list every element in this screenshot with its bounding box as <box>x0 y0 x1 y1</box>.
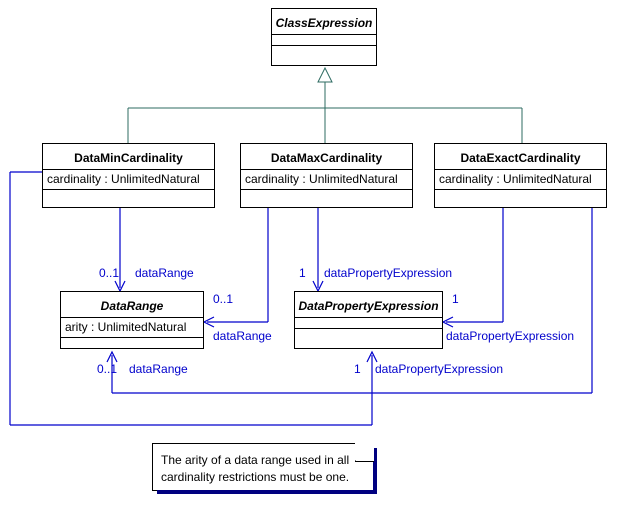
label-bottom-datapropertyexpression-multiplicity: 1 <box>354 362 361 376</box>
label-bottom-datapropertyexpression-role: dataPropertyExpression <box>375 362 504 376</box>
class-attribute: cardinality : UnlimitedNatural <box>439 172 592 186</box>
edge-min-to-datapropertyexpression <box>9 171 378 426</box>
label-min-datarange-multiplicity: 0..1 <box>99 266 120 280</box>
class-attribute: cardinality : UnlimitedNatural <box>245 172 398 186</box>
generalization-edges <box>127 66 523 143</box>
class-attribute: cardinality : UnlimitedNatural <box>47 172 200 186</box>
association-edges <box>9 171 593 426</box>
note-fold-corner-icon <box>355 442 374 462</box>
class-attribute: arity : UnlimitedNatural <box>65 320 187 334</box>
edge-max-to-datarange <box>202 208 269 328</box>
note-arity-constraint[interactable]: The arity of a data range used in all ca… <box>152 442 377 494</box>
class-box-data-min-cardinality[interactable]: DataMinCardinality cardinality : Unlimit… <box>42 143 215 208</box>
class-box-data-max-cardinality[interactable]: DataMaxCardinality cardinality : Unlimit… <box>240 143 413 208</box>
class-box-data-property-expression[interactable]: DataPropertyExpression <box>294 291 443 349</box>
class-name-data-min-cardinality: DataMinCardinality <box>43 148 214 170</box>
note-text-line-2: cardinality restrictions must be one. <box>161 470 350 484</box>
label-max-datapropertyexpression-multiplicity: 1 <box>299 266 306 280</box>
class-box-class-expression[interactable]: ClassExpression <box>271 8 377 66</box>
class-attributes-compartment: cardinality : UnlimitedNatural <box>435 170 606 190</box>
class-attributes-compartment <box>295 318 442 329</box>
note-shadow-right <box>373 448 377 494</box>
class-attributes-compartment <box>272 35 376 46</box>
class-box-data-exact-cardinality[interactable]: DataExactCardinality cardinality : Unlim… <box>434 143 607 208</box>
label-bottom-datarange-multiplicity: 0..1 <box>97 362 118 376</box>
class-name-data-property-expression: DataPropertyExpression <box>295 296 442 318</box>
note-text: The arity of a data range used in all ca… <box>153 444 373 486</box>
class-operations-compartment <box>295 329 442 385</box>
note-text-line-1: The arity of a data range used in all <box>161 453 350 467</box>
class-name-class-expression: ClassExpression <box>272 13 376 35</box>
edge-exact-to-datarange <box>106 208 593 394</box>
label-max-datarange-role: dataRange <box>213 329 272 343</box>
class-attributes-compartment: arity : UnlimitedNatural <box>61 318 203 338</box>
label-max-datapropertyexpression-role: dataPropertyExpression <box>324 266 453 280</box>
edge-exact-to-datapropertyexpression <box>441 208 504 328</box>
class-box-data-range[interactable]: DataRange arity : UnlimitedNatural <box>60 291 204 349</box>
label-exact-datapropertyexpression-multiplicity: 1 <box>452 292 459 306</box>
class-name-data-exact-cardinality: DataExactCardinality <box>435 148 606 170</box>
class-operations-compartment <box>435 190 606 253</box>
class-attributes-compartment: cardinality : UnlimitedNatural <box>43 170 214 190</box>
class-name-data-max-cardinality: DataMaxCardinality <box>241 148 412 170</box>
class-operations-compartment <box>272 46 376 102</box>
class-name-data-range: DataRange <box>61 296 203 318</box>
note-shadow-bottom <box>157 490 377 494</box>
class-operations-compartment <box>43 190 214 253</box>
label-exact-datapropertyexpression-role: dataPropertyExpression <box>446 329 575 343</box>
label-min-datarange-role: dataRange <box>135 266 194 280</box>
class-operations-compartment <box>241 190 412 253</box>
label-bottom-datarange-role: dataRange <box>129 362 188 376</box>
label-max-datarange-multiplicity: 0..1 <box>213 292 234 306</box>
class-attributes-compartment: cardinality : UnlimitedNatural <box>241 170 412 190</box>
